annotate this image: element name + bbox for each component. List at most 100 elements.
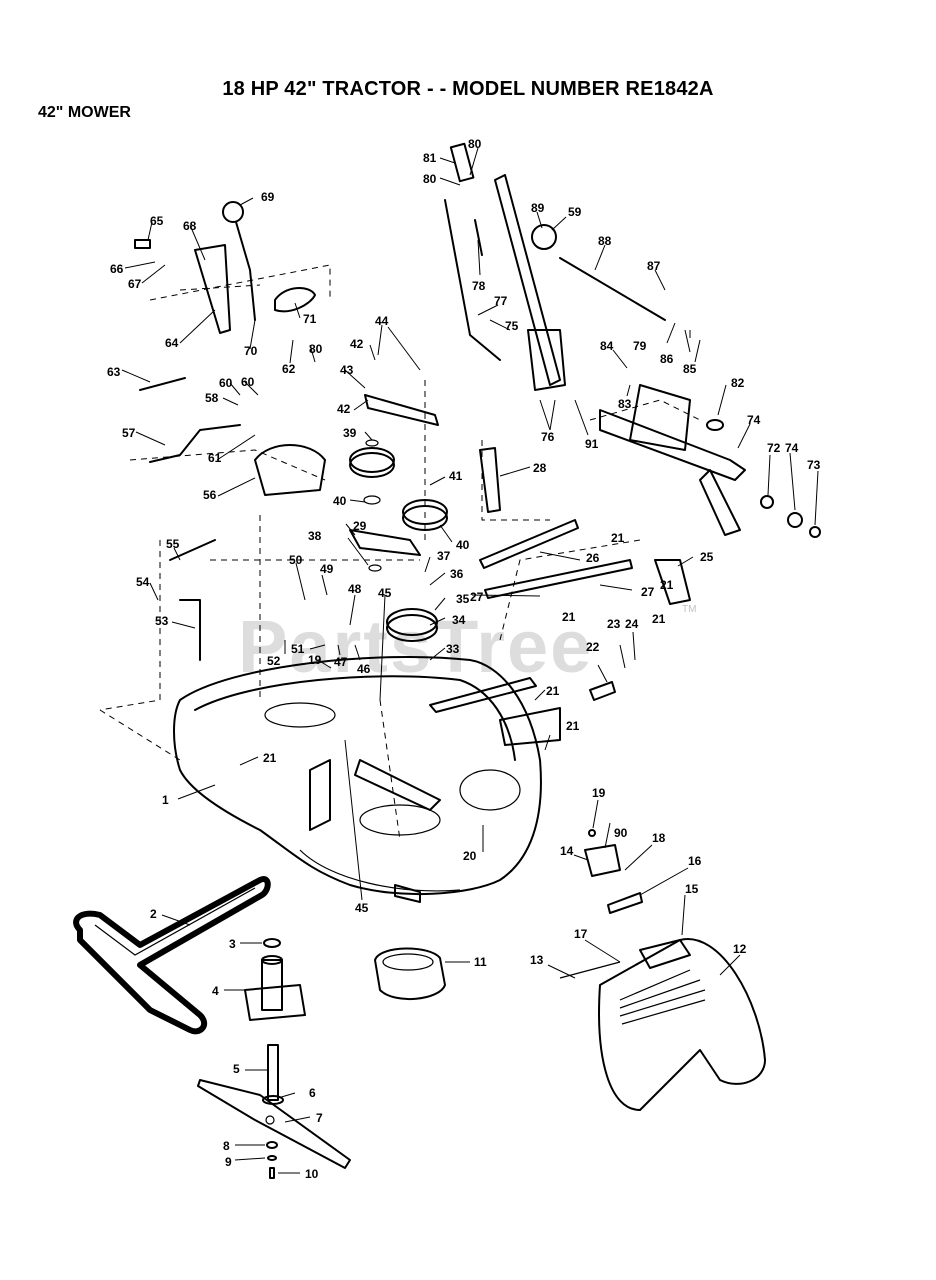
callout: 38 <box>308 529 322 543</box>
callout: 3 <box>229 937 236 951</box>
callout: 71 <box>303 312 317 326</box>
callout: 52 <box>267 654 281 668</box>
callout: 19 <box>308 653 322 667</box>
callout: 11 <box>474 955 487 969</box>
callout: 69 <box>261 190 275 204</box>
callout: 53 <box>155 614 169 628</box>
pulley-shield <box>374 947 446 1001</box>
mower-blade <box>197 1079 351 1179</box>
callout: 86 <box>660 352 674 366</box>
shift-lever <box>444 142 566 391</box>
callout: 49 <box>320 562 334 576</box>
callout: 21 <box>263 751 277 765</box>
callout: 80 <box>309 342 323 356</box>
callout: 67 <box>128 277 142 291</box>
callout: 68 <box>183 219 197 233</box>
callout: 79 <box>633 339 647 353</box>
discharge-deflector <box>559 938 766 1111</box>
right-assembly <box>531 224 821 538</box>
callout: 82 <box>731 376 745 390</box>
callout: 87 <box>647 259 661 273</box>
callout: 18 <box>652 831 666 845</box>
callout: 83 <box>618 397 632 411</box>
callout: 60 <box>241 375 255 389</box>
watermark: PartsTree <box>238 605 593 688</box>
callout: 42 <box>350 337 364 351</box>
callout: 74 <box>747 413 761 427</box>
callout: 21 <box>562 610 576 624</box>
callout: 35 <box>456 592 470 606</box>
callout: 12 <box>733 942 747 956</box>
callout: 21 <box>652 612 666 626</box>
lift-lever <box>134 201 316 334</box>
callout: 43 <box>340 363 354 377</box>
callout: 25 <box>700 550 714 564</box>
callout: 17 <box>574 927 588 941</box>
callout: 85 <box>683 362 697 376</box>
callout: 5 <box>233 1062 240 1076</box>
callout: 46 <box>357 662 371 676</box>
callout: 33 <box>446 642 460 656</box>
callout: 21 <box>546 684 560 698</box>
watermark-tm: TM <box>682 604 696 615</box>
left-rods <box>139 377 241 661</box>
callout: 9 <box>225 1155 232 1169</box>
callout: 15 <box>685 882 699 896</box>
callout: 1 <box>162 793 169 807</box>
callout: 6 <box>309 1086 316 1100</box>
callout: 80 <box>468 137 482 151</box>
callout: 20 <box>463 849 477 863</box>
callout: 19 <box>592 786 606 800</box>
deflector-bracket <box>584 829 643 914</box>
section-subtitle: 42" MOWER <box>38 104 131 121</box>
callout: 40 <box>456 538 470 552</box>
callout: 51 <box>291 642 305 656</box>
assembly-guides <box>99 264 701 841</box>
callout: 59 <box>568 205 582 219</box>
callout: 42 <box>337 402 351 416</box>
callout: 72 <box>767 441 781 455</box>
callout: 80 <box>423 172 437 186</box>
callout: 65 <box>150 214 164 228</box>
callout: 48 <box>348 582 362 596</box>
callout: 4 <box>212 984 219 998</box>
callout: 34 <box>452 613 466 627</box>
callout: 41 <box>449 469 463 483</box>
callout: 55 <box>166 537 180 551</box>
callout: 89 <box>531 201 545 215</box>
callout: 2 <box>150 907 157 921</box>
page-title: 18 HP 42" TRACTOR - - MODEL NUMBER RE184… <box>222 78 714 100</box>
callout: 47 <box>334 655 348 669</box>
callout: 40 <box>333 494 347 508</box>
callout: 29 <box>353 519 367 533</box>
mower-belt <box>73 876 271 1035</box>
callout: 64 <box>165 336 179 350</box>
callout: 28 <box>533 461 547 475</box>
leader-lines <box>121 147 819 1174</box>
callout: 8 <box>223 1139 230 1153</box>
callout: 45 <box>378 586 392 600</box>
callout: 27 <box>641 585 655 599</box>
callout: 91 <box>585 437 599 451</box>
callout: 50 <box>289 553 303 567</box>
callout: 70 <box>244 344 258 358</box>
callout: 36 <box>450 567 464 581</box>
callout: 62 <box>282 362 296 376</box>
callout: 90 <box>614 826 628 840</box>
callout: 84 <box>600 339 614 353</box>
callout: 66 <box>110 262 124 276</box>
callout: 44 <box>375 314 389 328</box>
callout: 88 <box>598 234 612 248</box>
callout: 74 <box>785 441 799 455</box>
callout: 39 <box>343 426 357 440</box>
callout: 10 <box>305 1167 319 1181</box>
callout: 13 <box>530 953 544 967</box>
deck-shield <box>254 444 326 496</box>
spindle-assembly <box>244 938 306 1105</box>
callout: 78 <box>472 279 486 293</box>
mower-deck <box>173 655 542 903</box>
callout: 81 <box>423 151 437 165</box>
callout: 58 <box>205 391 219 405</box>
callout: 60 <box>219 376 233 390</box>
